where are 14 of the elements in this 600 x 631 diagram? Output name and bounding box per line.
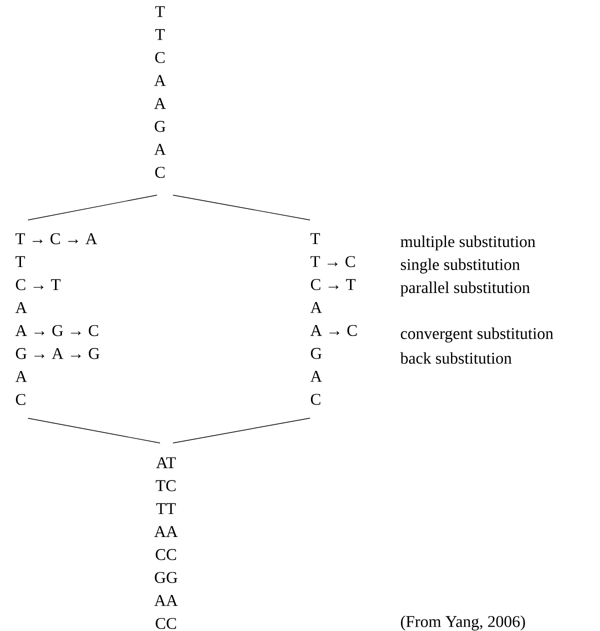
aligned-sequences: AT TC TT AA CC GG AA CC bbox=[154, 457, 178, 629]
substitution-label: parallel substitution bbox=[400, 282, 530, 296]
branch-line bbox=[28, 194, 158, 220]
descendant-sequence: T T → C C → T A A → C G A C bbox=[310, 233, 357, 405]
branch-line bbox=[172, 418, 310, 444]
ancestral-sequence: T T C A A G A C bbox=[154, 6, 166, 178]
substitution-label: convergent substitution bbox=[400, 328, 554, 342]
branch-line bbox=[172, 194, 310, 220]
substitution-label: multiple substitution bbox=[400, 236, 536, 250]
source-note: (From Yang, 2006) bbox=[400, 616, 525, 630]
substitution-label: back substitution bbox=[400, 352, 512, 364]
substitution-label: single substitution bbox=[400, 258, 520, 274]
branch-line bbox=[28, 418, 160, 444]
descendant-sequence: T → C → A T C → T A A → G → C G → A → G A C bbox=[15, 233, 100, 405]
